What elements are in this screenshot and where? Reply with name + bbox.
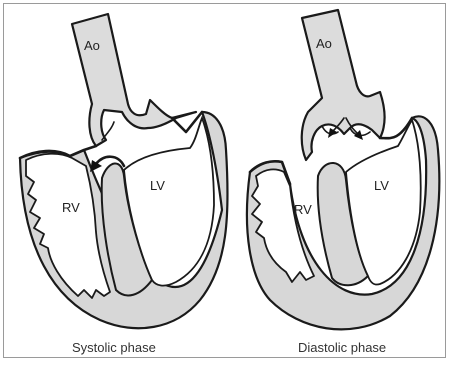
systolic-caption: Systolic phase xyxy=(72,340,156,355)
diastolic-panel xyxy=(247,10,439,329)
systolic-aorta xyxy=(72,14,196,146)
systolic-shunt-arrowhead xyxy=(90,160,102,172)
systolic-lv-label: LV xyxy=(150,178,165,193)
systolic-panel xyxy=(20,14,228,328)
diastolic-lv-label: LV xyxy=(374,178,389,193)
diastolic-rv-label: RV xyxy=(294,202,312,217)
systolic-aorta-label: Ao xyxy=(84,38,100,53)
diastolic-aorta-label: Ao xyxy=(316,36,332,51)
diastolic-aorta xyxy=(302,10,385,160)
diastolic-caption: Diastolic phase xyxy=(298,340,386,355)
systolic-valve-leaflet xyxy=(102,122,114,140)
systolic-rv-label: RV xyxy=(62,200,80,215)
